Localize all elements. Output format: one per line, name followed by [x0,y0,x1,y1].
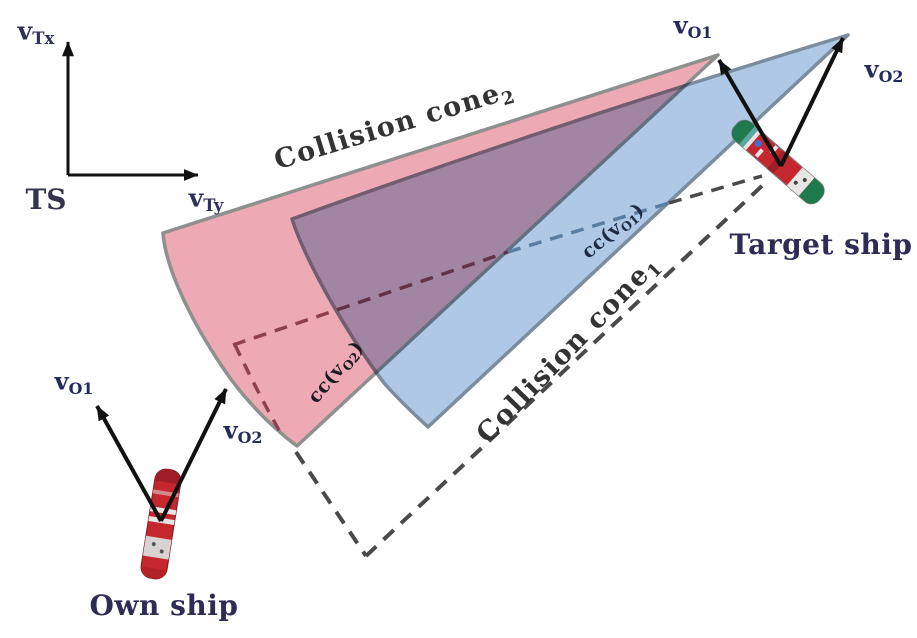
cc-vo1-dashed-axis-inner [507,201,670,254]
own-ship-label: Own ship [89,589,239,622]
ts-origin-label: TS [25,183,67,216]
axis-vty-label: vTy [188,183,224,216]
own-ship-v1-arrow [95,405,163,522]
target-v2-label: vO2 [864,54,904,86]
own-ship-v2-arrow [159,388,228,522]
cc-vo2-dashed-axis [232,250,509,347]
target-ship-v1-arrow [717,58,783,168]
own-ship-icon [139,467,183,581]
target-v1-label: vO1 [673,10,713,42]
cc-vo1-dashed-axis-outer [668,174,763,205]
target-ship-v2-arrow [779,37,845,167]
cc-vo2-dashed-base [233,344,285,438]
collision-cone-1-shape [290,33,850,429]
axis-vtx-label: vTx [17,16,55,49]
hidden-cone-right-dash [364,182,766,558]
target-ship-label: Target ship [729,228,913,261]
own-v1-label: vO1 [54,366,94,398]
own-v2-label: vO2 [223,415,263,447]
hidden-cone-left-dash [294,450,368,558]
